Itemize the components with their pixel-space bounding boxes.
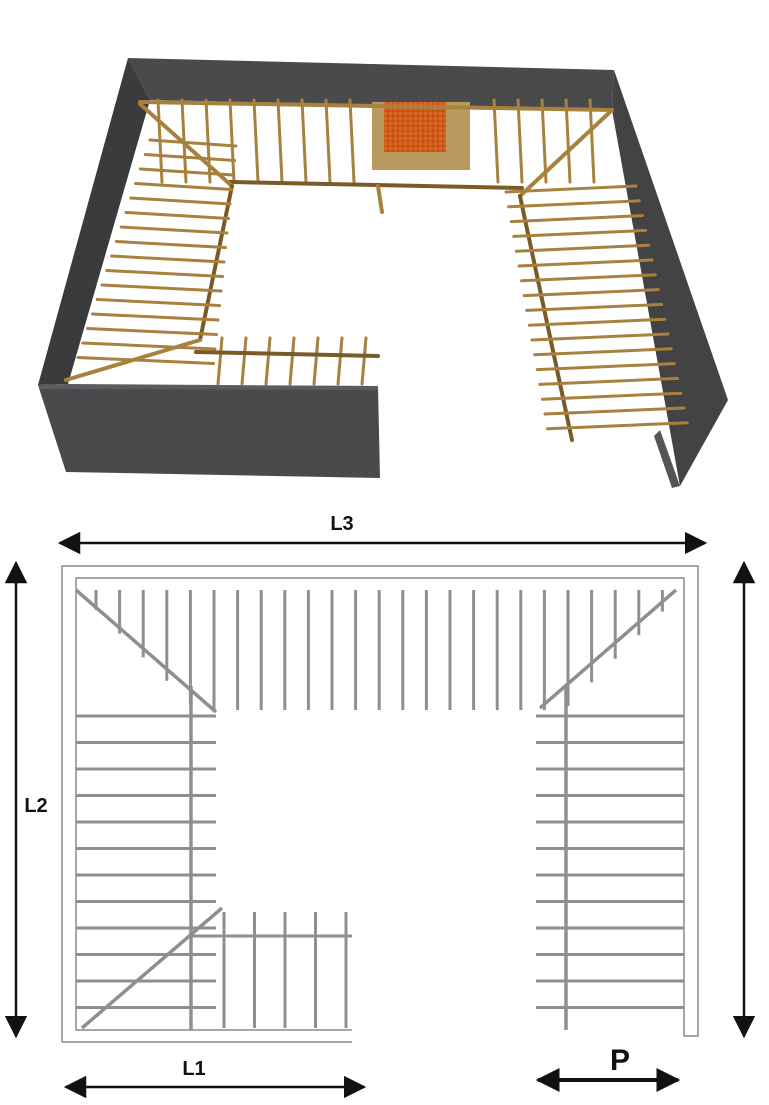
rafter-left [81, 341, 217, 351]
plan-hip-front-left [80, 906, 224, 1030]
dimension-l2-label: L2 [24, 795, 47, 817]
rafter-right [504, 184, 638, 194]
rafter-back [588, 98, 596, 184]
post [376, 184, 384, 214]
hip-rafter-back-right [518, 110, 612, 198]
rafter-front [360, 336, 368, 386]
rafter-left [105, 269, 224, 278]
rafter-back [276, 98, 284, 184]
dimension-p-label: P [610, 1044, 630, 1077]
rafter-right [514, 243, 651, 253]
roof-plan-view [61, 565, 699, 1043]
rafter-front [288, 336, 296, 386]
plan-rafters [74, 588, 684, 1030]
rafter-right [540, 391, 683, 401]
rafter-left [76, 356, 215, 365]
plan-hip-back-right [538, 588, 678, 710]
rafter-back [516, 98, 524, 184]
rafter-right [525, 302, 664, 312]
dimension-l3-label: L3 [330, 513, 353, 535]
plan-outer-wall [61, 565, 699, 1042]
rafter-front [240, 336, 248, 386]
rafter-right [509, 214, 644, 224]
rafter-back [540, 98, 548, 184]
rafter-back [324, 98, 332, 184]
rafter-back [492, 98, 500, 184]
rafter-front [336, 336, 344, 386]
dimension-l1: L1 [63, 1058, 367, 1099]
rafter-right [538, 376, 680, 386]
tile-sample [372, 102, 470, 170]
rafter-right [546, 421, 689, 431]
rafter-left [129, 196, 232, 206]
rafter-right [507, 199, 641, 209]
back-wall [128, 58, 614, 110]
rafter-right [520, 273, 657, 283]
wall-plate-back [138, 100, 614, 112]
ridge-right [518, 194, 574, 442]
rafter-front [264, 336, 272, 386]
right-wall-end [654, 430, 680, 488]
rafter-right [530, 332, 670, 342]
rafter-left [114, 240, 227, 249]
front-left-wall-top [38, 384, 378, 390]
rafter-left [148, 138, 238, 148]
dimension-l2: L2 [4, 560, 756, 1039]
rafter-left [86, 327, 218, 336]
rafter-back [228, 98, 236, 184]
dimension-l1-label: L1 [182, 1058, 205, 1080]
rafter-left [143, 153, 236, 162]
dimension-p: P [535, 1044, 681, 1092]
rafter-left [95, 298, 221, 307]
rafter-right [512, 228, 648, 238]
rafter-back [252, 98, 260, 184]
rafter-left [138, 167, 235, 177]
rafter-left [90, 312, 220, 322]
rafter-right [543, 406, 686, 416]
rafter-back [300, 98, 308, 184]
rafter-left [124, 211, 230, 220]
plan-walls [61, 565, 699, 1043]
rafter-front [312, 336, 320, 386]
hip-rafter-front-left [64, 338, 202, 382]
dimension-l3: L3 [57, 513, 708, 555]
hip-rafter-back-left [138, 102, 234, 188]
rafter-back [564, 98, 572, 184]
rafter-left [110, 254, 226, 264]
rafter-front [216, 336, 224, 386]
ridge-back [228, 180, 524, 190]
rafter-right [522, 288, 660, 298]
rafter-right [535, 362, 676, 372]
rafter-right [517, 258, 654, 268]
tile-area [384, 102, 446, 152]
rafter-back [348, 98, 356, 184]
rafter-left [134, 182, 233, 191]
left-wall [38, 58, 150, 385]
roof-3d-view [38, 58, 728, 488]
timber-frame-3d [64, 98, 689, 442]
front-left-wall [38, 385, 380, 478]
right-wall [612, 70, 728, 486]
walls-3d [38, 58, 728, 488]
rafter-right [533, 347, 673, 357]
rafter-left [100, 283, 223, 293]
rafter-back [204, 98, 212, 184]
ridge-front [194, 350, 380, 358]
rafter-left [119, 225, 229, 235]
rafter-right [527, 317, 667, 327]
plan-hip-back-left [74, 588, 218, 714]
